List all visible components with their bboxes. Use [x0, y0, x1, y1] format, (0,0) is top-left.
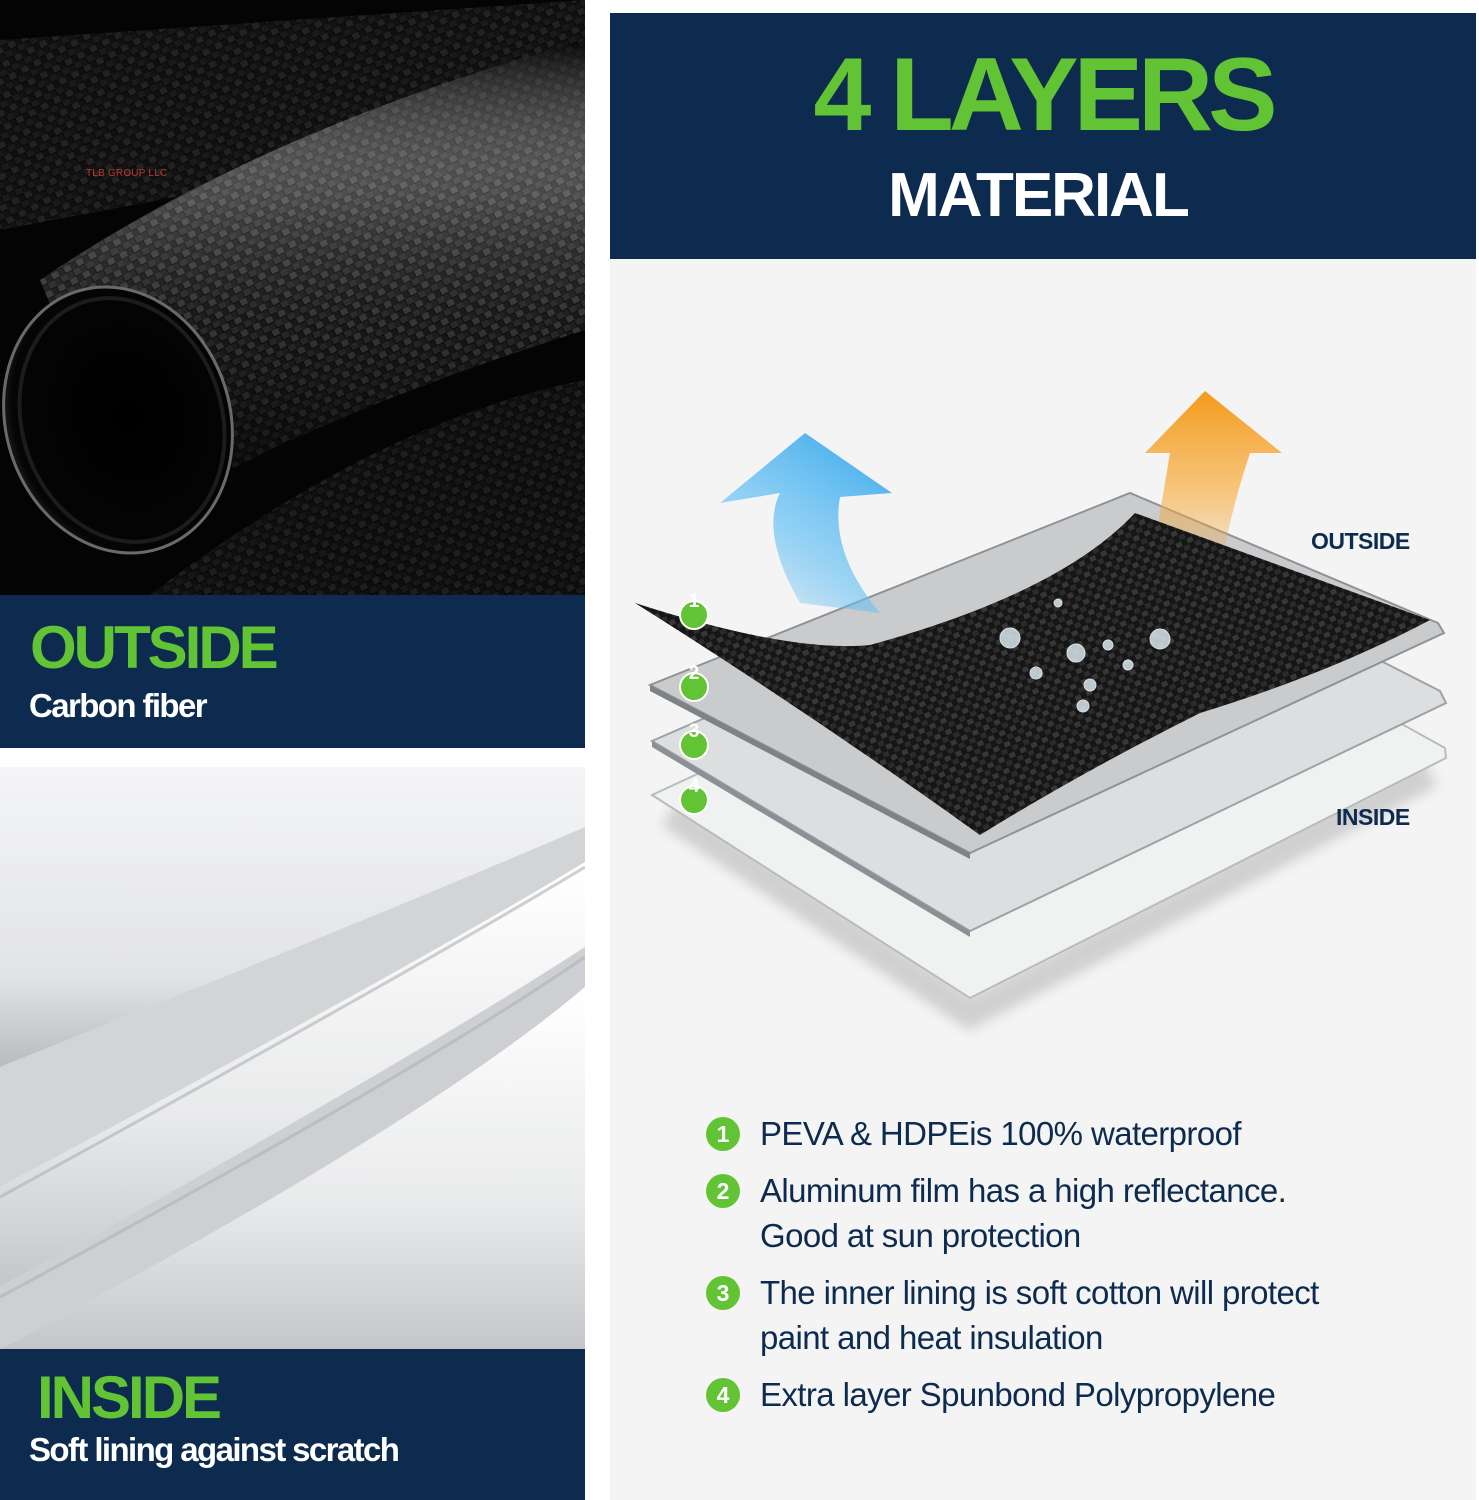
feature-number-badge: 3 — [706, 1276, 740, 1310]
diagram-badge-2: 2 — [688, 663, 700, 684]
diagram-inside-label: INSIDE — [1336, 804, 1410, 830]
feature-list: 1 PEVA & HDPEis 100% waterproof 2 Alumin… — [706, 1111, 1466, 1429]
header-band: 4 LAYERS MATERIAL — [610, 13, 1476, 259]
outside-subtitle: Carbon fiber — [29, 687, 208, 724]
feature-text: The inner lining is soft cotton will pro… — [760, 1270, 1466, 1360]
feature-line: Aluminum film has a high reflectance. — [760, 1172, 1287, 1209]
feature-item: 4 Extra layer Spunbond Polypropylene — [706, 1372, 1466, 1417]
feature-text: Aluminum film has a high reflectance. Go… — [760, 1168, 1466, 1258]
feature-number-badge: 4 — [706, 1378, 740, 1412]
feature-line: paint and heat insulation — [760, 1319, 1103, 1356]
layers-diagram — [635, 391, 1448, 1031]
inside-caption-panel: INSIDE Soft lining against scratch — [0, 1349, 585, 1500]
outside-caption-panel: OUTSIDE Carbon fiber — [0, 595, 585, 748]
feature-line: Extra layer Spunbond Polypropylene — [760, 1376, 1276, 1413]
feature-line: The inner lining is soft cotton will pro… — [760, 1274, 1319, 1311]
water-droplets — [999, 598, 1171, 713]
feature-text: PEVA & HDPEis 100% waterproof — [760, 1111, 1466, 1156]
layers-title: 4 LAYERS — [813, 37, 1277, 153]
feature-item: 1 PEVA & HDPEis 100% waterproof — [706, 1111, 1466, 1156]
feature-line: Good at sun protection — [760, 1217, 1081, 1254]
diagram-badge-4: 4 — [688, 776, 700, 797]
outside-title: OUTSIDE — [30, 614, 279, 681]
carbon-fiber-image — [0, 0, 585, 595]
feature-text: Extra layer Spunbond Polypropylene — [760, 1372, 1466, 1417]
diagram-outside-label: OUTSIDE — [1311, 528, 1410, 554]
inside-subtitle: Soft lining against scratch — [29, 1431, 400, 1468]
feature-number-badge: 1 — [706, 1117, 740, 1151]
layers-info-panel: 4 LAYERS MATERIAL — [610, 13, 1476, 1500]
feature-line: PEVA & HDPEis 100% waterproof — [760, 1115, 1241, 1152]
soft-lining-image — [0, 767, 585, 1349]
feature-item: 3 The inner lining is soft cotton will p… — [706, 1270, 1466, 1360]
carbon-fiber-photo: TLB GROUP LLC — [0, 0, 585, 595]
watermark-text: TLB GROUP LLC — [86, 168, 168, 179]
feature-number-badge: 2 — [706, 1174, 740, 1208]
material-subtitle: MATERIAL — [888, 161, 1190, 230]
inside-title: INSIDE — [37, 1364, 222, 1431]
feature-item: 2 Aluminum film has a high reflectance. … — [706, 1168, 1466, 1258]
diagram-badge-3: 3 — [688, 721, 700, 742]
soft-lining-photo — [0, 767, 585, 1349]
diagram-badge-1: 1 — [688, 591, 700, 612]
